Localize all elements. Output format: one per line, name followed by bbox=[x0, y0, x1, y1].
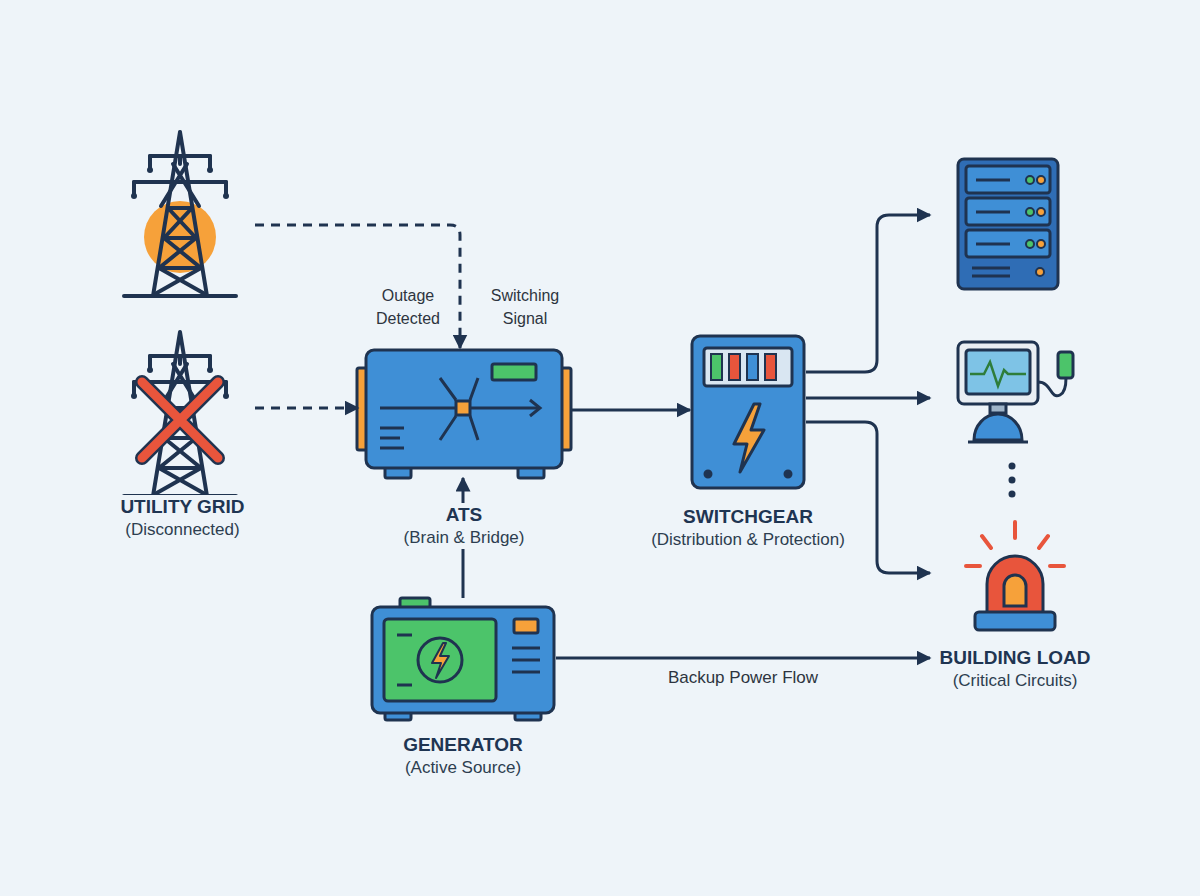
node-title: GENERATOR bbox=[399, 733, 527, 757]
continuation-dots bbox=[1009, 463, 1016, 498]
node-text-group: GENERATOR(Active Source) bbox=[353, 733, 573, 779]
node-text-group: ATS(Brain & Bridge) bbox=[354, 503, 574, 549]
generator-node: GENERATOR(Active Source) bbox=[370, 598, 556, 718]
node-title: SWITCHGEAR bbox=[679, 505, 817, 529]
ats-unit bbox=[357, 350, 571, 478]
disconnect-cross bbox=[142, 382, 218, 458]
signal-connector bbox=[255, 225, 460, 348]
annotation-label: Switching Signal bbox=[480, 284, 570, 330]
power-connector bbox=[556, 657, 930, 660]
node-subtitle: (Distribution & Protection) bbox=[647, 529, 849, 551]
node-title: ATS bbox=[442, 503, 487, 527]
node-subtitle: (Disconnected) bbox=[121, 519, 243, 541]
node-subtitle: (Critical Circuits) bbox=[949, 670, 1082, 692]
grid-node: UTILITY GRID(Disconnected) bbox=[110, 125, 255, 550]
node-subtitle: (Brain & Bridge) bbox=[400, 527, 529, 549]
edge-label: Backup Power Flow bbox=[668, 667, 818, 689]
annotation-label: Outage Detected bbox=[363, 284, 453, 330]
power-connector bbox=[570, 409, 690, 412]
node-title: UTILITY GRID bbox=[116, 495, 248, 519]
node-text-group: BUILDING LOAD(Critical Circuits) bbox=[905, 646, 1125, 692]
ats-node: ATS(Brain & Bridge) bbox=[358, 348, 570, 478]
generator-unit bbox=[372, 598, 554, 720]
node-text-group: SWITCHGEAR(Distribution & Protection) bbox=[608, 505, 888, 551]
patient-monitor bbox=[958, 342, 1073, 442]
node-title: BUILDING LOAD bbox=[936, 646, 1095, 670]
load-node: BUILDING LOAD(Critical Circuits) bbox=[930, 150, 1100, 695]
node-subtitle: (Active Source) bbox=[401, 757, 525, 779]
signal-connector bbox=[255, 407, 358, 410]
transmission-tower bbox=[124, 332, 236, 496]
switchgear-node: SWITCHGEAR(Distribution & Protection) bbox=[690, 335, 806, 490]
transmission-tower bbox=[124, 132, 236, 296]
alarm-beacon bbox=[966, 522, 1064, 630]
power-connector bbox=[806, 215, 930, 372]
switchgear-cabinet bbox=[692, 336, 804, 488]
power-connector bbox=[806, 397, 930, 400]
node-text-group: UTILITY GRID(Disconnected) bbox=[73, 495, 293, 541]
server-rack bbox=[958, 159, 1058, 289]
